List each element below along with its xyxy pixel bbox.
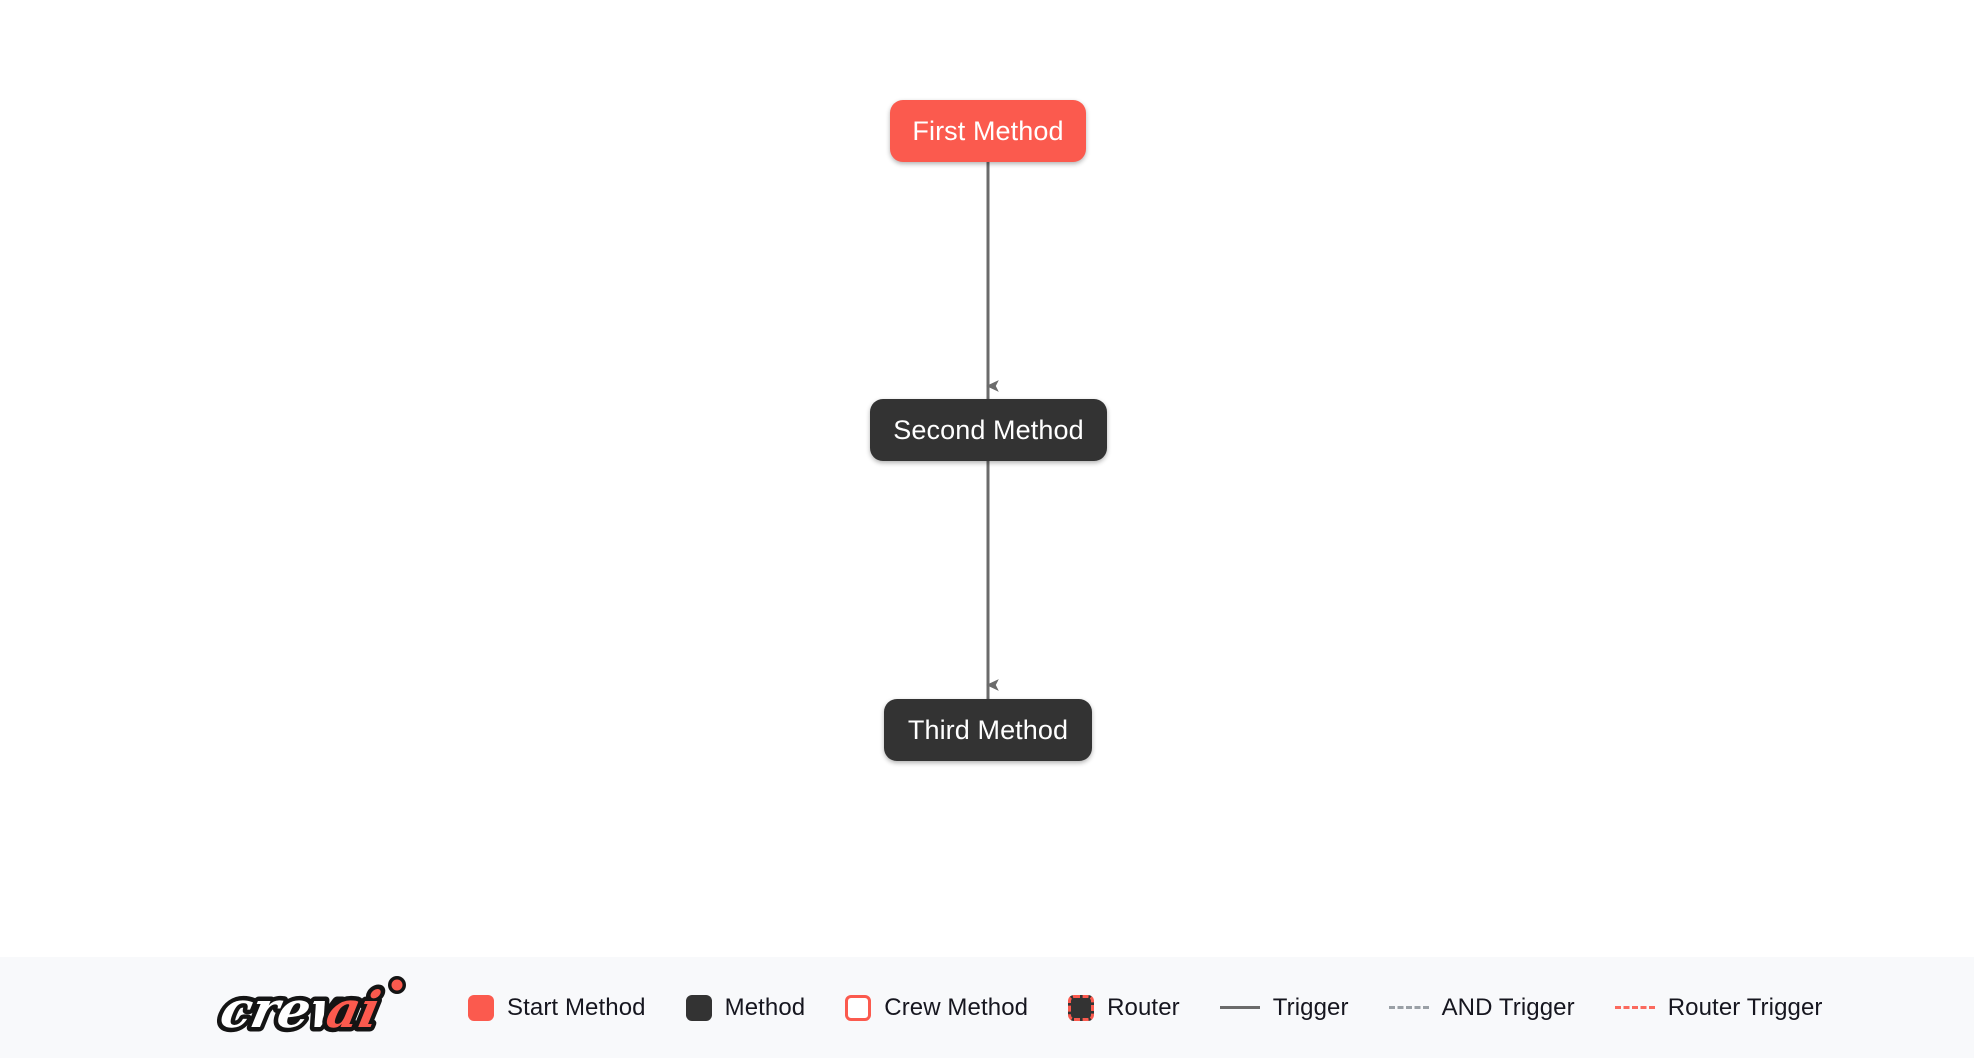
legend-item-label: Crew Method <box>884 993 1029 1021</box>
flow-node-label: Third Method <box>907 714 1069 745</box>
legend-item-label: AND Trigger <box>1441 993 1575 1021</box>
legend-bar: crew crew ai ai Start Method Method Crew… <box>0 957 1974 1058</box>
legend-item-label: Trigger <box>1272 993 1349 1021</box>
legend-item-label: Router Trigger <box>1667 993 1823 1021</box>
and-trigger-line-icon <box>1388 1006 1429 1009</box>
legend-item-label: Router <box>1107 993 1180 1021</box>
flow-node-third-method[interactable]: Third Method <box>884 699 1092 761</box>
flow-node-first-method[interactable]: First Method <box>890 100 1086 162</box>
crewai-logo: crew crew ai ai <box>211 975 406 1043</box>
router-swatch-icon <box>1068 994 1095 1021</box>
flow-node-label: Second Method <box>893 414 1084 445</box>
legend-item-crew-method[interactable]: Crew Method <box>845 993 1029 1021</box>
legend-item-trigger[interactable]: Trigger <box>1219 993 1349 1021</box>
svg-text:crew: crew <box>216 980 361 1038</box>
legend-item-label: Start Method <box>507 993 646 1021</box>
trigger-line-icon <box>1219 1006 1260 1009</box>
crew-method-swatch-icon <box>845 994 872 1021</box>
legend-item-and-trigger[interactable]: AND Trigger <box>1388 993 1575 1021</box>
legend-item-router-trigger[interactable]: Router Trigger <box>1614 993 1823 1021</box>
method-swatch-icon <box>685 994 712 1021</box>
legend-item-method[interactable]: Method <box>685 993 806 1021</box>
flow-node-label: First Method <box>912 115 1064 146</box>
router-trigger-line-icon <box>1614 1006 1655 1009</box>
flow-canvas[interactable]: First Method Second Method Third Method <box>0 0 1974 957</box>
legend-item-label: Method <box>724 993 806 1021</box>
flow-node-second-method[interactable]: Second Method <box>870 399 1107 461</box>
svg-text:ai: ai <box>322 980 386 1038</box>
start-method-swatch-icon <box>468 994 494 1021</box>
legend-item-router[interactable]: Router <box>1068 993 1180 1021</box>
legend-item-start-method[interactable]: Start Method <box>468 993 646 1021</box>
legend-items: Start Method Method Crew Method Router T… <box>468 993 1974 1021</box>
svg-text:crew: crew <box>216 980 361 1038</box>
